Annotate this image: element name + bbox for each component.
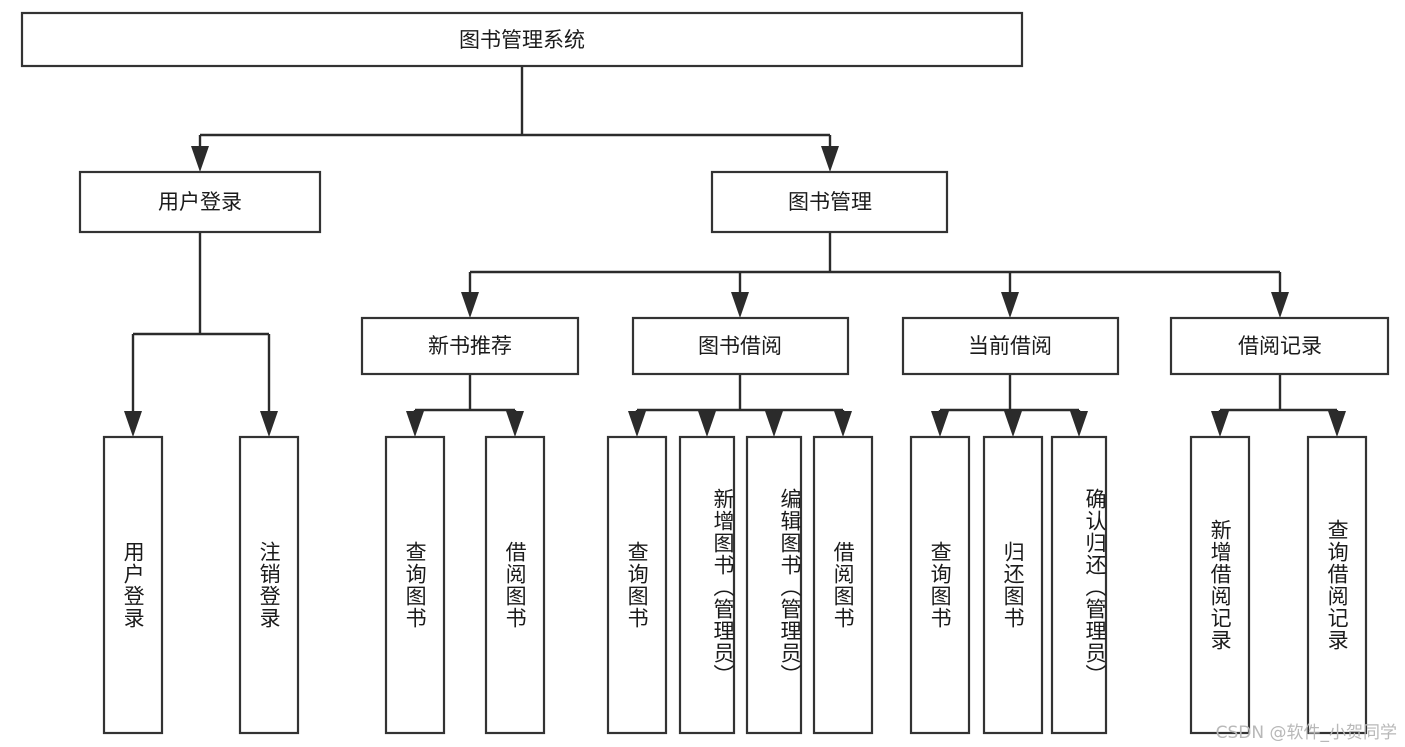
arrow-head-icon — [698, 411, 716, 437]
node-label-user-login: 用户登录 — [158, 190, 242, 214]
leaf-box-return-book[interactable] — [982, 435, 1044, 735]
node-label-borrow-records: 借阅记录 — [1238, 334, 1322, 358]
arrow-head-icon — [406, 411, 424, 437]
connector-group-book-mgmt — [461, 232, 1289, 318]
leaf-box-add-borrow-record[interactable] — [1189, 435, 1251, 735]
node-box-new-book-recommend[interactable] — [360, 316, 580, 376]
connector-group-current-borrow — [931, 374, 1088, 437]
arrow-head-icon — [1328, 411, 1346, 437]
arrow-head-icon — [628, 411, 646, 437]
leaf-box-edit-book-admin[interactable] — [745, 435, 803, 735]
leaf-box-query-borrow-record[interactable] — [1306, 435, 1368, 735]
leaf-box-query-book-recommend[interactable] — [384, 435, 446, 735]
arrow-head-icon — [931, 411, 949, 437]
arrow-head-icon — [1004, 411, 1022, 437]
node-box-user-login[interactable] — [78, 170, 322, 234]
node-box-borrow-records[interactable] — [1169, 316, 1390, 376]
arrow-head-icon — [506, 411, 524, 437]
connector-group-borrow — [628, 374, 852, 437]
leaf-box-query-book-borrow[interactable] — [606, 435, 668, 735]
arrow-head-icon — [1271, 292, 1289, 318]
watermark-text: CSDN @软件_小贺同学 — [1215, 723, 1397, 743]
connector-group-records — [1211, 374, 1346, 437]
leaf-box-logout-login[interactable] — [238, 435, 300, 735]
connector-group-user-login — [124, 232, 278, 437]
leaf-box-confirm-return-admin[interactable] — [1050, 435, 1108, 735]
leaf-box-query-book-current[interactable] — [909, 435, 971, 735]
connector-group-root — [191, 66, 839, 172]
arrow-head-icon — [1211, 411, 1229, 437]
connector-group-new-book — [406, 374, 524, 437]
leaf-box-add-book-admin[interactable] — [678, 435, 736, 735]
leaf-box-borrow-book-recommend[interactable] — [484, 435, 546, 735]
node-box-book-borrow[interactable] — [631, 316, 850, 376]
arrow-head-icon — [765, 411, 783, 437]
node-label-book-management: 图书管理 — [788, 190, 872, 214]
arrow-head-icon — [461, 292, 479, 318]
node-label-current-borrow: 当前借阅 — [968, 334, 1052, 358]
leaf-box-borrow-book[interactable] — [812, 435, 874, 735]
node-label-new-book-recommend: 新书推荐 — [428, 334, 512, 358]
arrow-head-icon — [260, 411, 278, 437]
leaf-box-user-login[interactable] — [102, 435, 164, 735]
node-label-root: 图书管理系统 — [459, 28, 585, 52]
node-box-book-management[interactable] — [710, 170, 949, 234]
arrow-head-icon — [191, 146, 209, 172]
arrow-head-icon — [834, 411, 852, 437]
node-label-book-borrow: 图书借阅 — [698, 334, 782, 358]
arrow-head-icon — [124, 411, 142, 437]
node-box-current-borrow[interactable] — [901, 316, 1120, 376]
arrow-head-icon — [731, 292, 749, 318]
arrow-head-icon — [821, 146, 839, 172]
arrow-head-icon — [1070, 411, 1088, 437]
node-box-root[interactable] — [20, 11, 1024, 68]
arrow-head-icon — [1001, 292, 1019, 318]
